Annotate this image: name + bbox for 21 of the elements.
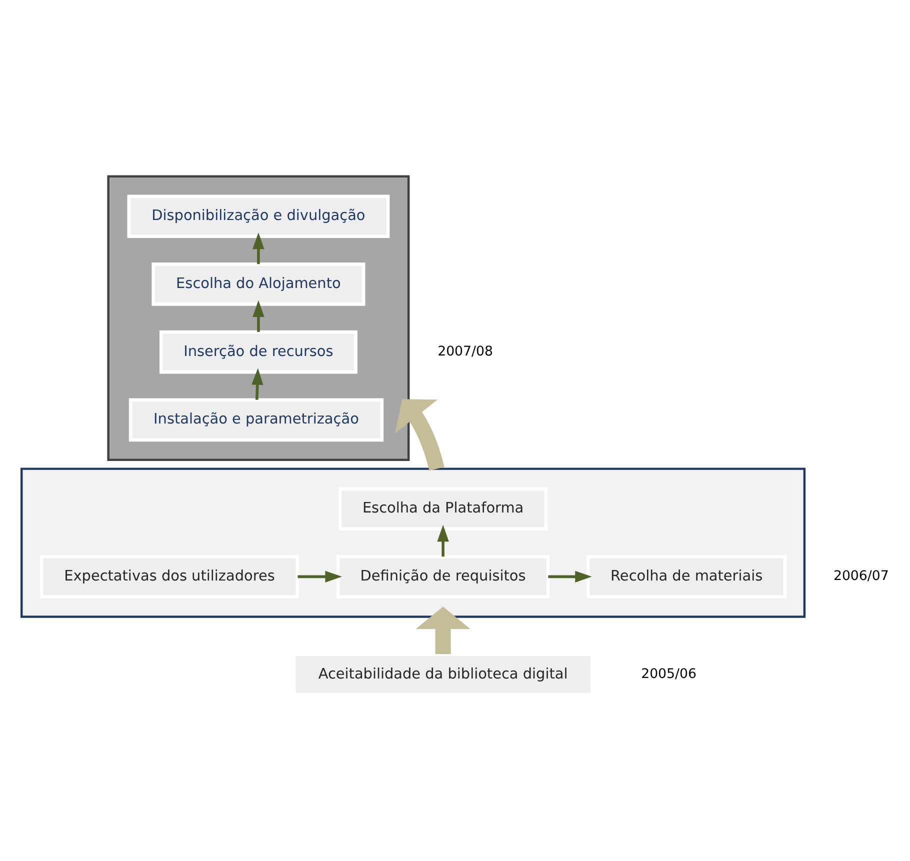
arrow bbox=[437, 524, 449, 556]
node-label: 2005/06 bbox=[641, 666, 696, 682]
node-box: Escolha da Plataforma bbox=[338, 486, 548, 530]
arrow bbox=[548, 570, 592, 582]
node-box: Definição de requisitos bbox=[336, 554, 550, 598]
node-box: Instalação e parametrização bbox=[128, 398, 384, 442]
cluster bbox=[107, 174, 410, 461]
node-box: Expectativas dos utilizadores bbox=[40, 554, 300, 598]
arrow bbox=[252, 232, 264, 264]
arrow bbox=[252, 368, 264, 400]
arrow bbox=[252, 300, 264, 332]
node-box: Escolha do Alojamento bbox=[152, 262, 366, 306]
node-box: Recolha de materiais bbox=[586, 554, 787, 598]
node-box: Disponibilização e divulgação bbox=[127, 194, 390, 238]
arrow bbox=[416, 606, 470, 654]
arrow bbox=[298, 570, 342, 582]
node-box: Inserção de recursos bbox=[159, 330, 358, 374]
cluster bbox=[20, 467, 806, 618]
node-label: 2007/08 bbox=[438, 344, 493, 359]
arrow bbox=[394, 398, 444, 470]
node-label: 2006/07 bbox=[833, 568, 889, 584]
